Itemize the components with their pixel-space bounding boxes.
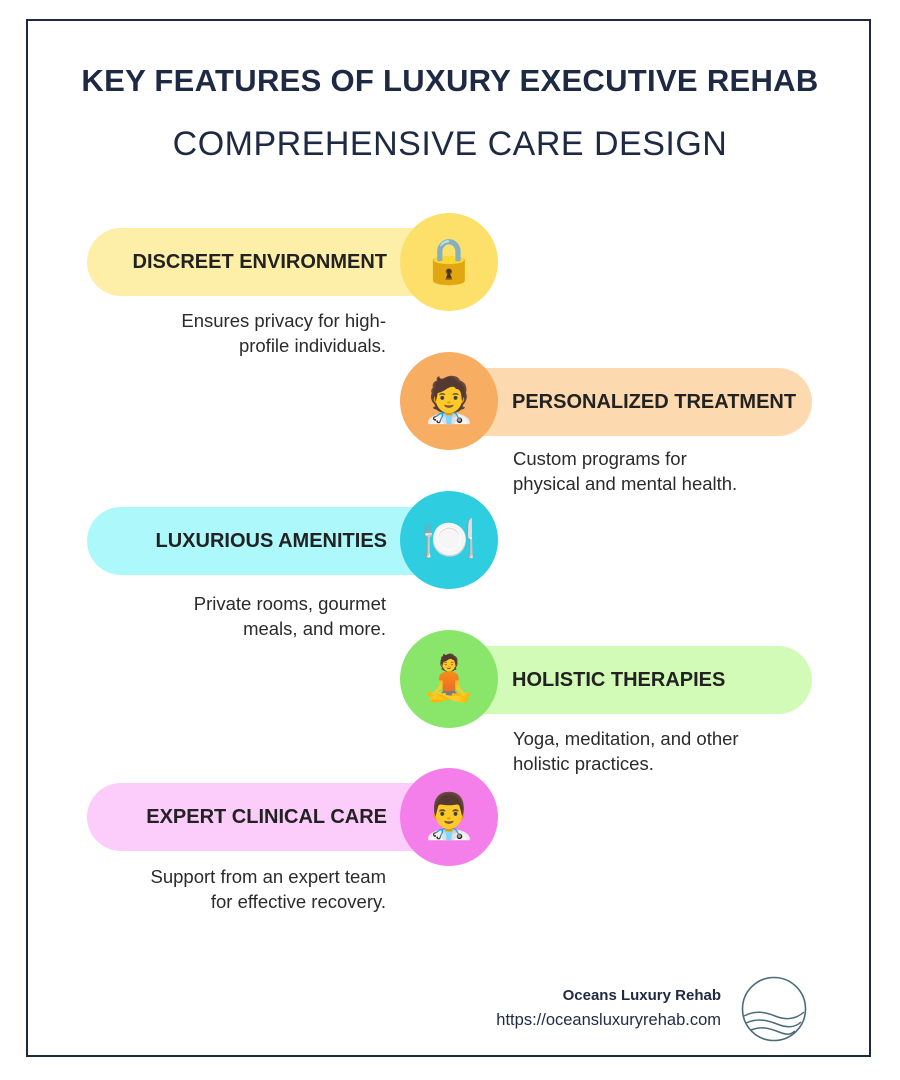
page-subtitle: COMPREHENSIVE CARE DESIGN xyxy=(172,125,728,163)
feature-description: Support from an expert team for effectiv… xyxy=(86,864,386,914)
desc-line: Ensures privacy for high- xyxy=(181,310,386,331)
feature-pill-luxurious-amenities: LUXURIOUS AMENITIES xyxy=(87,507,447,575)
male-doctor-icon: 👨‍⚕️ xyxy=(400,768,498,866)
desc-line: Private rooms, gourmet xyxy=(193,593,386,614)
infographic-frame xyxy=(26,19,871,1057)
desc-line: meals, and more. xyxy=(243,618,386,639)
feature-description: Ensures privacy for high- profile indivi… xyxy=(86,308,386,358)
feature-title: DISCREET ENVIRONMENT xyxy=(132,250,387,273)
page-title: KEY FEATURES OF LUXURY EXECUTIVE REHAB xyxy=(81,63,819,98)
desc-line: for effective recovery. xyxy=(210,891,386,912)
feature-description: Custom programs for physical and mental … xyxy=(513,446,813,496)
plate-fork-knife-icon: 🍽️ xyxy=(400,491,498,589)
ocean-wave-logo-icon xyxy=(741,976,807,1042)
feature-pill-discreet-environment: DISCREET ENVIRONMENT xyxy=(87,228,447,296)
feature-description: Private rooms, gourmet meals, and more. xyxy=(86,591,386,641)
brand-url-link[interactable]: https://oceansluxuryrehab.com xyxy=(496,1011,721,1029)
desc-line: physical and mental health. xyxy=(513,473,738,494)
meditation-icon: 🧘 xyxy=(400,630,498,728)
desc-line: profile individuals. xyxy=(238,335,386,356)
desc-line: Yoga, meditation, and other xyxy=(513,728,739,749)
desc-line: holistic practices. xyxy=(513,753,654,774)
feature-pill-personalized-treatment: PERSONALIZED TREATMENT xyxy=(450,368,812,436)
feature-title: LUXURIOUS AMENITIES xyxy=(155,529,388,552)
health-worker-icon: 🧑‍⚕️ xyxy=(400,352,498,450)
feature-title: PERSONALIZED TREATMENT xyxy=(512,390,797,413)
feature-description: Yoga, meditation, and other holistic pra… xyxy=(513,726,813,776)
feature-pill-holistic-therapies: HOLISTIC THERAPIES xyxy=(450,646,812,714)
lock-icon: 🔒 xyxy=(400,213,498,311)
feature-title: EXPERT CLINICAL CARE xyxy=(146,805,387,828)
feature-pill-expert-clinical-care: EXPERT CLINICAL CARE xyxy=(87,783,447,851)
desc-line: Support from an expert team xyxy=(150,866,386,887)
brand-name: Oceans Luxury Rehab xyxy=(562,987,721,1004)
feature-title: HOLISTIC THERAPIES xyxy=(512,668,726,691)
desc-line: Custom programs for xyxy=(513,448,687,469)
